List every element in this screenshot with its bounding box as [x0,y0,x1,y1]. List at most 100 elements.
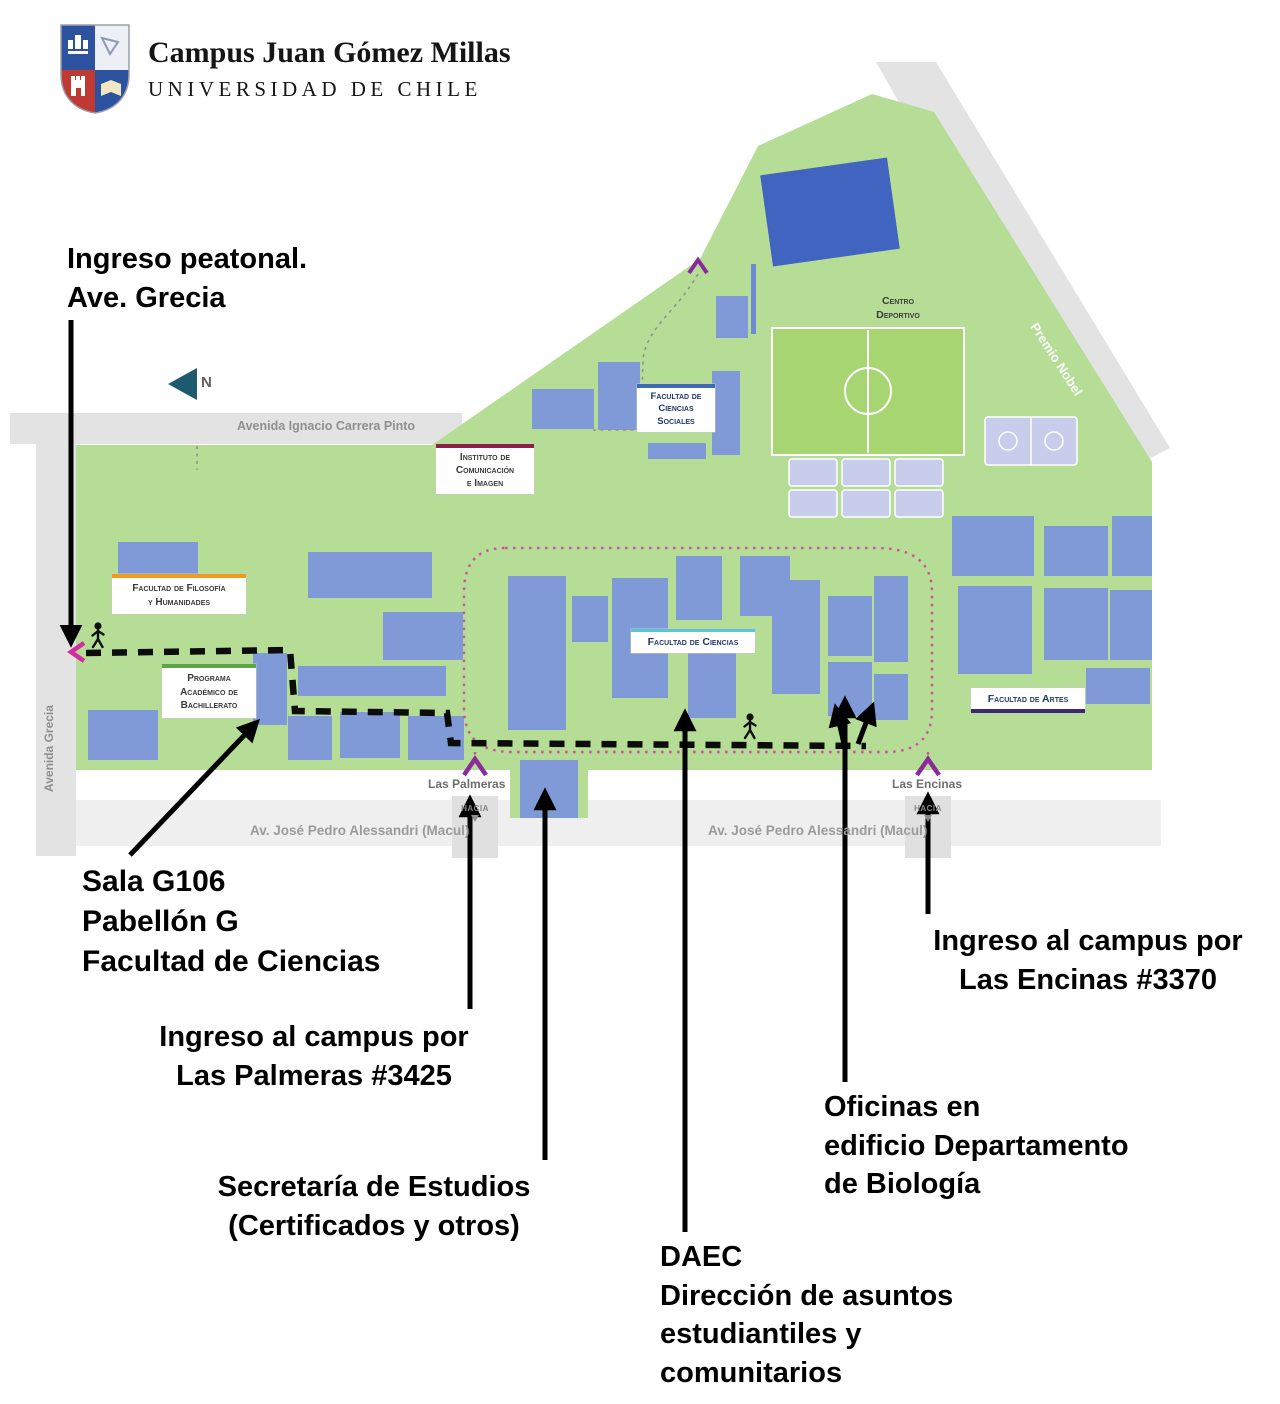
building [298,666,446,696]
building [508,576,566,730]
building [828,596,872,656]
building [716,296,748,338]
annotation-line: Ave. Grecia [67,281,226,314]
building [952,516,1034,576]
street-label-carrera-pinto: Avenida Ignacio Carrera Pinto [237,419,416,433]
basketball-courts [984,416,1078,466]
annotation-line: DAEC [660,1241,743,1273]
walking-route-path [85,646,867,750]
street-label-avenida-grecia: Avenida Grecia [42,705,56,792]
annotation-ingreso-palmeras: Ingreso al campus por Las Palmeras #3425 [128,1018,500,1095]
logo-text: Campus Juan Gómez Millas UNIVERSIDAD DE … [148,36,511,102]
street-label-alessandri-left: Av. José Pedro Alessandri (Macul) [250,823,470,838]
campus-title: Campus Juan Gómez Millas [148,36,511,69]
annotation-oficinas-biologia: Oficinas en edificio Departamento de Bio… [824,1088,1129,1204]
building [1110,590,1152,660]
building [598,362,640,430]
road-carrera-pinto [10,413,462,444]
entrance-label-las-encinas: Las Encinas [892,777,963,791]
down-arrow-icon [471,815,479,822]
building [648,443,706,459]
walking-person-icon [743,713,757,740]
annotation-line: Las Palmeras #3425 [176,1059,452,1092]
label-line: e Imagen [466,478,504,489]
annotation-secretaria: Secretaría de Estudios (Certificados y o… [190,1168,558,1245]
annotation-sala-g106: Sala G106 Pabellón G Facultad de Ciencia… [82,862,380,982]
field-center-circle [844,367,892,415]
university-name: UNIVERSIDAD DE CHILE [148,77,482,101]
building [1112,516,1152,576]
hacia-text: HACIA [461,804,489,813]
annotation-line: Dirección de asuntos [660,1279,954,1312]
label-line: Deportivo [876,308,920,321]
annotation-arrows [59,320,940,1232]
label-facultad-filosofia: Facultad de Filosofía y Humanidades [112,574,246,614]
university-shield-icon [60,24,130,114]
annotation-line: (Certificados y otros) [228,1209,520,1242]
road-alessandri [75,800,1161,846]
annotation-line: Ingreso al campus por [159,1021,469,1053]
building [1044,526,1108,576]
annotation-daec: DAEC Dirección de asuntos estudiantiles … [660,1238,953,1392]
building [572,596,608,642]
label-line: Bachillerato [180,700,238,711]
walking-person-icon [91,622,105,649]
hacia-label-left: HACIA [452,804,498,822]
building [532,389,594,429]
annotation-line: Ingreso al campus por [933,925,1243,957]
annotation-line: estudiantiles y [660,1318,862,1351]
north-arrow-icon [168,368,197,400]
entrance-marker-north [687,256,709,275]
building [712,371,740,455]
annotation-line: comunitarios [660,1356,843,1389]
annotation-line: Las Encinas #3370 [959,963,1217,996]
building [874,674,908,720]
building [308,552,432,598]
label-line: Sociales [657,415,695,427]
tennis-courts [788,458,944,518]
building [958,586,1032,674]
building-secretaria [520,760,578,818]
building-pabellon-g [253,653,287,725]
label-facultad-ciencias: Facultad de Ciencias [631,629,755,653]
annotation-line: Sala G106 [82,865,226,898]
entrance-marker-las-encinas [915,755,941,777]
annotation-line: de Biología [824,1168,981,1201]
path-strip [751,264,756,334]
building [383,612,463,660]
down-arrow-icon [924,815,932,822]
north-label: N [201,374,212,391]
building [88,710,158,760]
hacia-text: HACIA [914,804,942,813]
annotation-ingreso-encinas: Ingreso al campus por Las Encinas #3370 [912,922,1264,999]
label-centro-deportivo: Centro Deportivo [848,295,948,322]
label-line: Académico de [180,686,238,698]
annotation-line: Facultad de Ciencias [82,944,381,978]
label-line: Facultad de Filosofía [132,583,226,594]
building [676,556,722,620]
centro-deportivo-facilities [771,327,1078,518]
entrance-marker-las-palmeras [462,755,488,777]
label-programa-bachillerato: Programa Académico de Bachillerato [162,664,256,718]
label-line: Comunicación [455,465,515,476]
minor-paths [196,273,699,470]
building [874,576,908,662]
label-facultad-ciencias-sociales: Facultad de Ciencias Sociales [637,384,715,433]
label-instituto-comunicacion: Instituto de Comunicación e Imagen [436,444,534,494]
label-line: Instituto de [459,452,511,463]
street-label-alessandri-right: Av. José Pedro Alessandri (Macul) [708,823,928,838]
building-biologia [828,662,872,716]
route-end-arrow [855,701,877,745]
annotation-line: edificio Departamento [824,1129,1129,1162]
label-line: Programa [187,673,231,684]
building [772,580,820,694]
label-line: y Humanidades [147,596,211,608]
label-facultad-artes: Facultad de Artes [971,688,1085,713]
annotation-line: Ingreso peatonal. [67,243,308,275]
building [1086,668,1150,704]
label-line: Centro [881,295,915,307]
label-line: Facultad de [650,391,702,402]
annotation-line: Pabellón G [82,904,239,938]
